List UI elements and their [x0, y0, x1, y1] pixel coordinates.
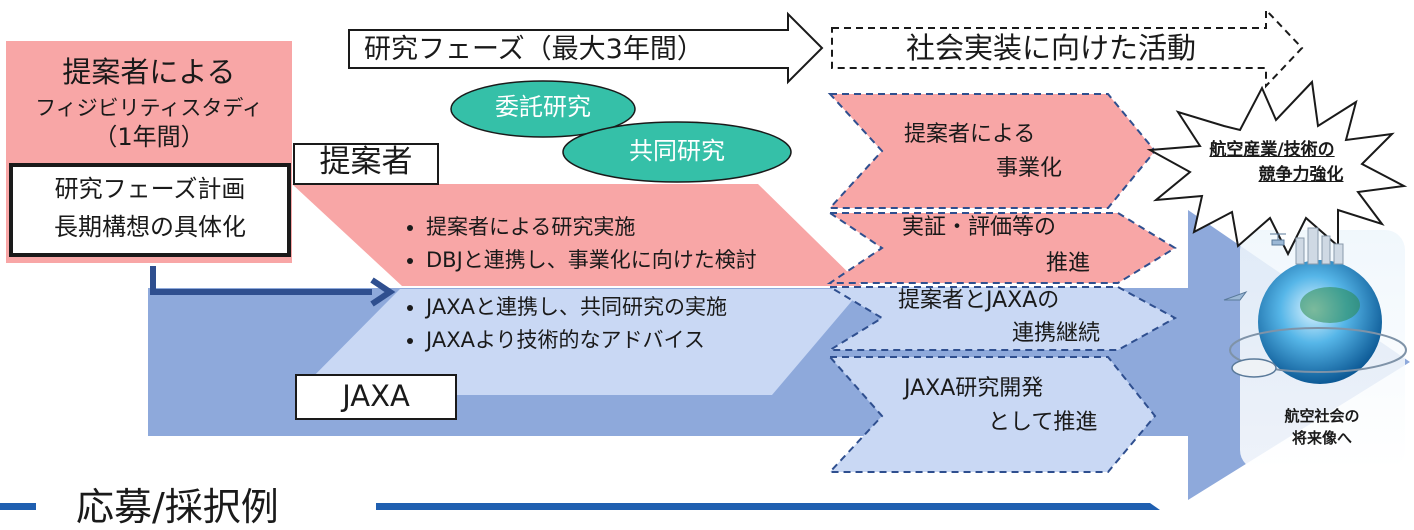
implementation-phase-arrow [831, 7, 1304, 89]
implementation-phase-label: 社会実装に向けた活動 [906, 31, 1197, 65]
goal-starburst [1146, 79, 1408, 257]
bottom-banner-bar [376, 503, 1160, 510]
globe-orbit-icon [1229, 327, 1407, 373]
joint-research-label: 共同研究 [629, 137, 725, 165]
outcome-collaboration-line2: 連携継続 [1012, 321, 1101, 346]
outcome-demonstration-line1: 実証・評価等の [902, 215, 1057, 240]
helicopter-icon [1270, 233, 1286, 246]
contract-research-ellipse [450, 80, 636, 138]
outcome-commercialization-shape [827, 93, 1157, 209]
bottom-banner-marker [0, 503, 36, 510]
plan-line-2: 長期構想の具体化 [54, 213, 246, 241]
feasibility-title: 提案者による [62, 55, 236, 89]
contract-research-label: 委託研究 [495, 93, 591, 121]
research-phase-arrow [348, 11, 824, 85]
outcome-jaxa-rd-shape [827, 356, 1157, 473]
airplane-icon [1223, 290, 1248, 301]
future-line2: 将来像へ [1291, 429, 1352, 447]
outcome-demonstration-shape [826, 212, 1177, 284]
proposer-band [292, 184, 862, 286]
outcome-collaboration-line1: 提案者とJAXAの [898, 288, 1060, 313]
jaxa-bullet: JAXAと連携し、共同研究の実施 [426, 291, 727, 324]
globe-icon [1258, 260, 1382, 384]
jaxa-bullet: JAXAより技術的なアドバイス [426, 324, 727, 357]
future-line1: 航空社会の [1284, 407, 1360, 425]
proposer-label: 提案者 [319, 144, 413, 180]
bottom-banner-title: 応募/採択例 [76, 485, 279, 529]
outcome-demonstration-line2: 推進 [1046, 251, 1091, 276]
proposer-bullet-list: 提案者による研究実施 DBJと連携し、事業化に向けた検討 [392, 211, 757, 277]
city-skyline-icon [1295, 227, 1344, 265]
plan-arrow-head [370, 277, 396, 307]
outcome-commercialization-line2: 事業化 [996, 156, 1063, 181]
jaxa-bullet-list: JAXAと連携し、共同研究の実施 JAXAより技術的なアドバイス [392, 291, 727, 357]
research-phase-label: 研究フェーズ（最大3年間） [364, 34, 704, 65]
jaxa-band [295, 289, 862, 395]
outcome-jaxa-rd-line1: JAXA研究開発 [904, 376, 1044, 401]
proposer-bullet: 提案者による研究実施 [426, 211, 757, 244]
outcome-commercialization-line1: 提案者による [904, 122, 1036, 147]
goal-line1: 航空産業/技術の [1209, 140, 1335, 160]
proposer-bullet: DBJと連携し、事業化に向けた検討 [426, 244, 757, 277]
outcome-jaxa-rd-line2: として推進 [988, 410, 1098, 435]
jaxa-label-box [295, 374, 457, 420]
globe-land-icon [1300, 287, 1360, 323]
joint-research-ellipse [562, 121, 792, 183]
plan-line-1: 研究フェーズ計画 [54, 175, 246, 203]
outcome-collaboration-shape [826, 286, 1178, 351]
proposer-label-box [293, 143, 439, 185]
train-icon [1231, 358, 1277, 378]
feasibility-subtitle: フィジビリティスタディ [35, 96, 263, 120]
plan-box [9, 163, 291, 257]
diagram-canvas [0, 7, 1410, 510]
goal-line2: 競争力強化 [1258, 165, 1344, 185]
jaxa-label: JAXA [342, 379, 410, 413]
feasibility-duration: （1年間） [93, 123, 205, 151]
plan-to-research-arrow [150, 266, 372, 295]
